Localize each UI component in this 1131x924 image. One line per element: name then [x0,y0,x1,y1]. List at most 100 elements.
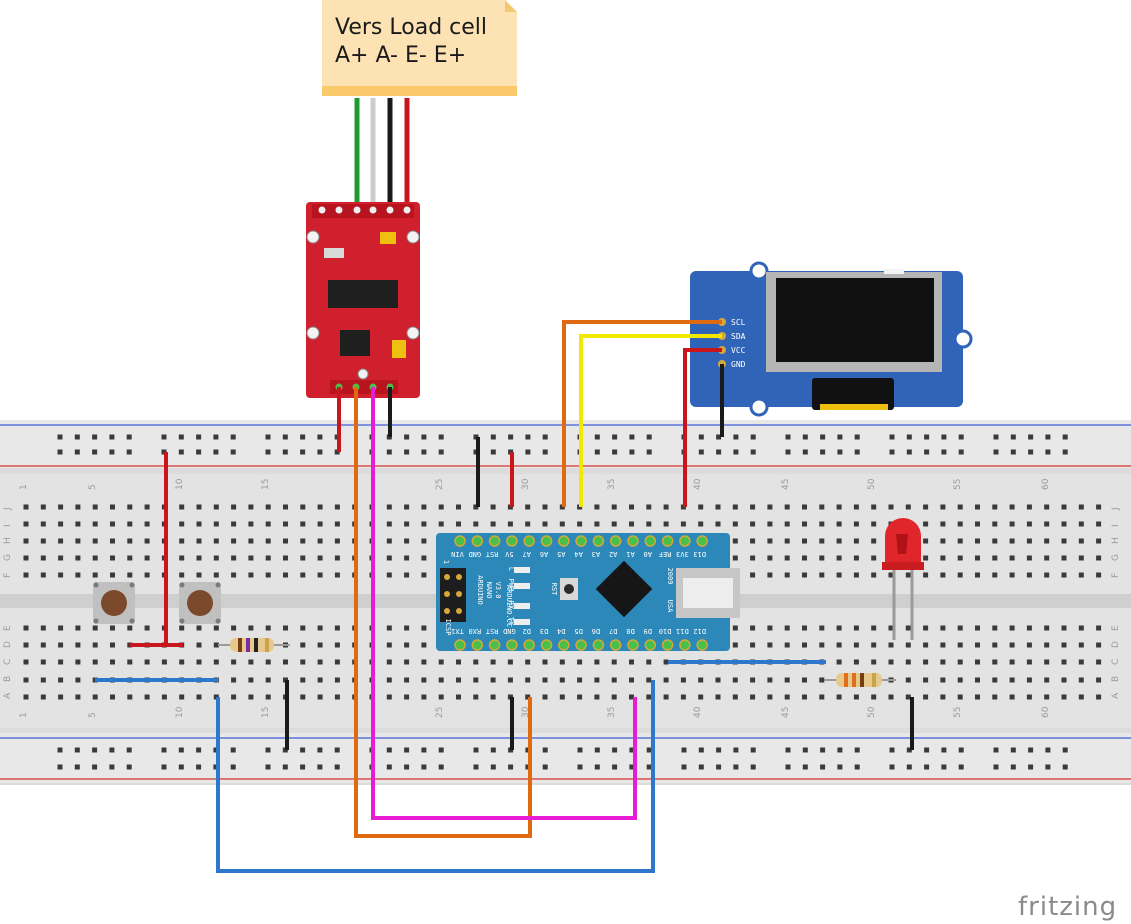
breadboard-hole [767,572,773,578]
nano-pin-a4[interactable] [575,535,587,547]
breadboard-hole [421,538,427,544]
rail-hole [126,434,132,440]
nano-pin-a0[interactable] [644,535,657,547]
nano-pin-d8[interactable] [627,639,639,651]
wire-hx711-dt[interactable] [354,387,532,838]
breadboard-hole [23,642,29,648]
oled-pin-label: SDA [731,332,746,341]
nano-pin-gnd[interactable] [506,639,518,651]
breadboard-hole [750,521,756,527]
red-led[interactable] [882,518,924,640]
rail-hole [196,747,202,753]
nano-pin-label: TX1 [451,627,464,635]
rail-hole [941,449,947,455]
breadboard-hole [110,504,115,510]
nano-pin-5v[interactable] [506,535,518,547]
breadboard-hole [231,677,237,683]
push-button-2[interactable] [179,582,221,624]
nano-pin-vin[interactable] [454,535,466,547]
nano-pin-rst[interactable] [488,535,501,547]
nano-pin-rx0[interactable] [471,639,484,651]
nano-pin-d13[interactable] [696,535,708,547]
breadboard-hole [404,538,410,544]
nano-year: 2009 [666,568,674,585]
nano-pin-d12[interactable] [696,639,708,651]
breadboard-hole [992,555,998,561]
breadboard-hole [992,625,998,631]
nano-pin-a7[interactable] [523,535,535,547]
breadboard-hole [577,521,583,527]
breadboard-hole [75,659,81,665]
wire-button-d9[interactable] [216,680,655,873]
breadboard-hole [75,555,81,561]
column-number: 40 [693,706,703,718]
nano-pin-rst[interactable] [488,639,501,651]
breadboard-hole [1009,572,1015,578]
breadboard-hole [334,504,340,510]
hx711-module[interactable] [306,202,420,398]
nano-pin-d4[interactable] [558,639,570,651]
rail-hole [230,747,236,753]
rail-hole [646,434,652,440]
breadboard-hole [317,625,323,631]
wire-buttons-5v[interactable] [130,452,183,647]
breadboard-hole [750,694,756,700]
breadboard-hole [300,538,306,544]
breadboard-hole [317,677,323,683]
breadboard-hole [646,521,652,527]
breadboard-hole [58,555,64,561]
row-letter: E [3,625,13,631]
rail-hole [612,449,618,455]
rail-hole [265,747,271,753]
nano-pin-label: A0 [644,550,652,558]
rail-hole [92,747,98,753]
nano-pin-d7[interactable] [609,639,622,651]
wire-hx711-sck[interactable] [371,387,637,820]
rail-hole [421,747,427,753]
wire-scl[interactable] [562,320,722,507]
rail-hole [612,764,618,770]
push-button-1[interactable] [93,582,135,624]
breadboard-hole [248,572,254,578]
resistor-led[interactable] [824,673,896,687]
rail-hole [1045,449,1051,455]
resistor-button[interactable] [218,638,290,652]
nano-pin-d3[interactable] [540,639,553,651]
nano-pin-d2[interactable] [523,639,535,651]
breadboard-hole [40,677,46,683]
breadboard-hole [715,694,721,700]
breadboard-hole [680,521,686,527]
nano-pin-a2[interactable] [609,535,622,547]
nano-pin-a6[interactable] [540,535,553,547]
rail-hole [889,764,895,770]
nano-pin-3v3[interactable] [679,535,691,547]
nano-pin-d11[interactable] [679,639,691,651]
breadboard-hole [611,677,617,683]
nano-pin-d5[interactable] [575,639,587,651]
rail-hole [1062,764,1068,770]
wire-sda[interactable] [579,334,722,507]
nano-pin-a1[interactable] [627,535,639,547]
breadboard-hole [802,572,807,578]
nano-pin-d6[interactable] [592,639,605,651]
rail-hole [196,764,202,770]
nano-pin-d9[interactable] [644,639,657,651]
nano-pin-a3[interactable] [592,535,605,547]
breadboard-hole [732,555,738,561]
breadboard-hole [542,521,548,527]
nano-pin-gnd[interactable] [471,535,484,547]
nano-pin-d10[interactable] [661,639,674,651]
rail-hole [230,434,236,440]
nano-pin-tx1[interactable] [454,639,466,651]
rail-hole [213,764,219,770]
wire-oled-vcc[interactable] [683,348,722,507]
rail-hole [993,449,999,455]
rail-hole [438,747,444,753]
note-line-2: A+ A- E- E+ [335,43,466,68]
nano-pin-ref[interactable] [661,535,674,547]
nano-pin-a5[interactable] [558,535,570,547]
fritzing-logo: fritzing [1018,892,1117,922]
